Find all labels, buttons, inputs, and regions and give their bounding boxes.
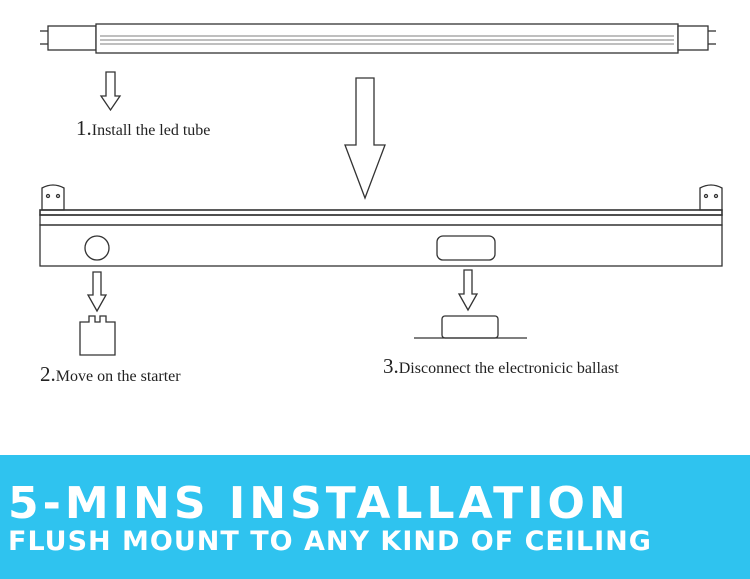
- banner: [0, 455, 750, 579]
- banner-subtitle: FLUSH MOUNT TO ANY KIND OF CEILING: [8, 526, 652, 557]
- fixture-bracket-icon: [39, 184, 723, 267]
- banner-title: 5-MINS INSTALLATION: [8, 478, 630, 529]
- step-1-label: 1.Install the led tube: [76, 116, 211, 140]
- step-2-label: 2.Move on the starter: [40, 362, 181, 386]
- down-arrow-icon: [344, 77, 386, 200]
- installation-diagram: [39, 23, 723, 356]
- led-tube-icon: [40, 23, 716, 54]
- starter-icon: [79, 315, 116, 356]
- down-arrow-icon: [457, 269, 479, 312]
- ballast-cover-icon: [436, 235, 496, 261]
- down-arrow-icon: [86, 271, 108, 313]
- starter-hole-icon: [84, 235, 110, 261]
- step-3-label: 3.Disconnect the electronicic ballast: [383, 354, 619, 378]
- ballast-icon: [414, 315, 527, 339]
- down-arrow-icon: [99, 71, 122, 112]
